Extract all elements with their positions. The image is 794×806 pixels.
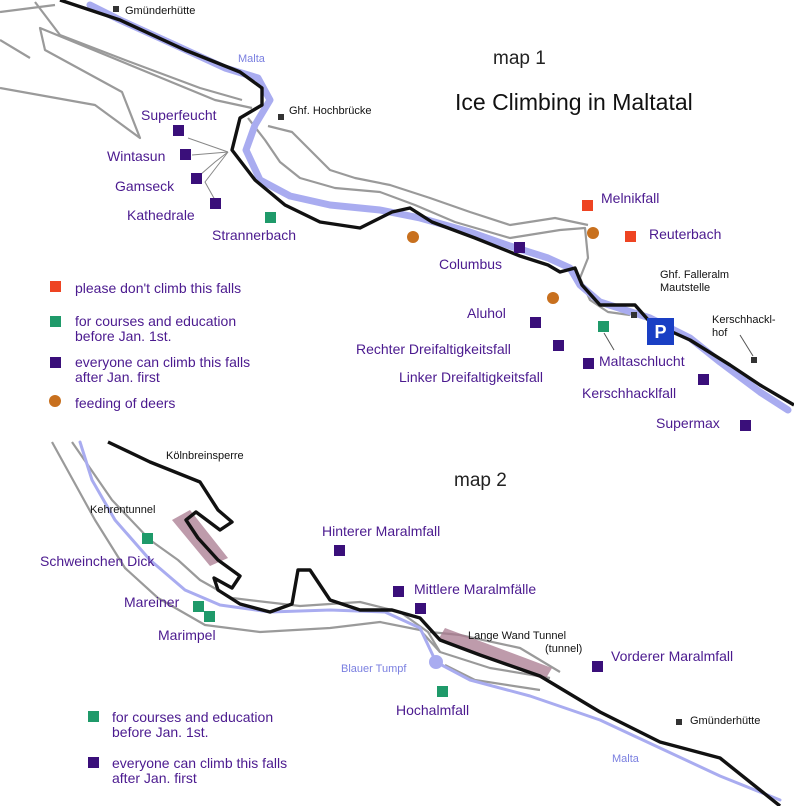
label-wintasun: Wintasun <box>107 148 165 164</box>
kathedrale-marker <box>210 198 221 209</box>
map-1-title: Ice Climbing in Maltatal <box>455 89 693 115</box>
mittlere-maralmfalle-marker-2 <box>415 603 426 614</box>
label-kerschhacklhof-line2: hof <box>712 327 728 339</box>
map-1-tag: map 1 <box>493 48 546 69</box>
mareiner-marker <box>193 601 204 612</box>
legend-red-swatch <box>50 281 61 292</box>
label-supermax: Supermax <box>656 415 720 431</box>
deer-feeding-marker-1 <box>407 231 419 243</box>
supermax-marker <box>740 420 751 431</box>
legend-orange-text: feeding of deers <box>75 395 175 411</box>
map-2-tag: map 2 <box>454 470 507 491</box>
label-hochalmfall: Hochalmfall <box>396 702 469 718</box>
legend-green-text1-map1: for courses and education <box>75 313 236 329</box>
aluhol-marker <box>530 317 541 328</box>
label-hinterer-maralmfall: Hinterer Maralmfall <box>322 523 440 539</box>
parking-sign: P <box>647 318 674 345</box>
legend-green-text2-map1: before Jan. 1st. <box>75 328 172 344</box>
label-kerschhacklhof-line1: Kerschhackl- <box>712 314 776 326</box>
legend-red-text: please don't climb this falls <box>75 280 241 296</box>
label-maltaschlucht: Maltaschlucht <box>599 353 685 369</box>
label-reuterbach: Reuterbach <box>649 226 721 242</box>
kerschhacklfall-marker <box>698 374 709 385</box>
strannerbach-marker <box>265 212 276 223</box>
label-gamseck: Gamseck <box>115 178 175 194</box>
superfeucht-marker <box>173 125 184 136</box>
legend-purple-swatch-map1 <box>50 357 61 368</box>
deer-feeding-marker-3 <box>547 292 559 304</box>
legend-purple-text1-map1: everyone can climb this falls <box>75 354 250 370</box>
label-gmunderhutte-map1: Gmünderhütte <box>125 5 195 17</box>
blauer-tumpf-marker <box>429 655 443 669</box>
schweinchen-dick-marker <box>142 533 153 544</box>
hochalmfall-marker <box>437 686 448 697</box>
label-columbus: Columbus <box>439 256 502 272</box>
legend-map2: for courses and education before Jan. 1s… <box>88 709 287 786</box>
wintasun-marker <box>180 149 191 160</box>
legend-purple-text2-map1: after Jan. first <box>75 369 160 385</box>
vorderer-maralmfall-marker <box>592 661 603 672</box>
mittlere-maralmfalle-marker-1 <box>393 586 404 597</box>
label-malta-map1: Malta <box>238 53 266 65</box>
label-kehrentunnel: Kehrentunnel <box>90 504 155 516</box>
linker-dreifaltigkeitsfall-marker <box>583 358 594 369</box>
gmunderhutte-marker-map1 <box>113 6 119 12</box>
label-lange-wand-tunnel: Lange Wand Tunnel <box>468 630 566 642</box>
maltaschlucht-leader <box>603 332 615 351</box>
legend-green-swatch-map2 <box>88 711 99 722</box>
map-2-panel: map 2 Kölnbreinsperre Kehrentunnel Schwe… <box>40 440 782 806</box>
label-gmunderhutte-map2: Gmünderhütte <box>690 715 760 727</box>
malta-river-map2 <box>78 440 782 802</box>
label-melnikfall: Melnikfall <box>601 190 659 206</box>
label-hochbrucke: Ghf. Hochbrücke <box>289 105 372 117</box>
maltaschlucht-marker <box>598 321 609 332</box>
road-map2 <box>107 440 782 806</box>
label-malta-map2: Malta <box>612 753 640 765</box>
reuterbach-marker <box>625 231 636 242</box>
hochbrucke-marker <box>278 114 284 120</box>
gamseck-marker <box>191 173 202 184</box>
kerschhacklhof-leader <box>739 334 754 357</box>
rechter-dreifaltigkeitsfall-marker <box>553 340 564 351</box>
label-kathedrale: Kathedrale <box>127 207 195 223</box>
label-aluhol: Aluhol <box>467 305 506 321</box>
lange-wand-tunnel-highlight <box>438 628 552 680</box>
legend-purple-text1-map2: everyone can climb this falls <box>112 755 287 771</box>
legend-map1: please don't climb this falls for course… <box>49 280 250 411</box>
map-1-panel: P map 1 Ice Climbing in Maltatal Gmünder… <box>0 0 794 431</box>
legend-orange-swatch <box>49 395 61 407</box>
label-linker-dreifaltigkeitsfall: Linker Dreifaltigkeitsfall <box>399 369 543 385</box>
label-rechter-dreifaltigkeitsfall: Rechter Dreifaltigkeitsfall <box>356 341 511 357</box>
parking-sign-label: P <box>654 322 666 342</box>
label-schweinchen-dick: Schweinchen Dick <box>40 553 155 569</box>
road-map1 <box>59 0 794 407</box>
columbus-marker <box>514 242 525 253</box>
label-mittlere-maralmfalle: Mittlere Maralmfälle <box>414 581 536 597</box>
hinterer-maralmfall-marker <box>334 545 345 556</box>
melnikfall-marker <box>582 200 593 211</box>
label-blauer-tumpf: Blauer Tumpf <box>341 663 407 675</box>
leader-lines-west <box>187 137 229 201</box>
legend-green-swatch-map1 <box>50 316 61 327</box>
legend-purple-swatch-map2 <box>88 757 99 768</box>
label-superfeucht: Superfeucht <box>141 107 217 123</box>
falleralm-marker <box>631 312 637 318</box>
label-vorderer-maralmfall: Vorderer Maralmfall <box>611 648 733 664</box>
legend-purple-text2-map2: after Jan. first <box>112 770 197 786</box>
label-mareiner: Mareiner <box>124 594 180 610</box>
label-strannerbach: Strannerbach <box>212 227 296 243</box>
legend-green-text1-map2: for courses and education <box>112 709 273 725</box>
kerschhacklhof-marker <box>751 357 757 363</box>
gmunderhutte-marker-map2 <box>676 719 682 725</box>
label-kerschhacklfall: Kerschhacklfall <box>582 385 676 401</box>
marimpel-marker <box>204 611 215 622</box>
legend-green-text2-map2: before Jan. 1st. <box>112 724 209 740</box>
label-falleralm-line2: Mautstelle <box>660 282 710 294</box>
label-tunnel: (tunnel) <box>545 643 582 655</box>
label-kolnbreinsperre: Kölnbreinsperre <box>166 450 244 462</box>
label-falleralm-line1: Ghf. Falleralm <box>660 269 729 281</box>
label-marimpel: Marimpel <box>158 627 216 643</box>
deer-feeding-marker-2 <box>587 227 599 239</box>
